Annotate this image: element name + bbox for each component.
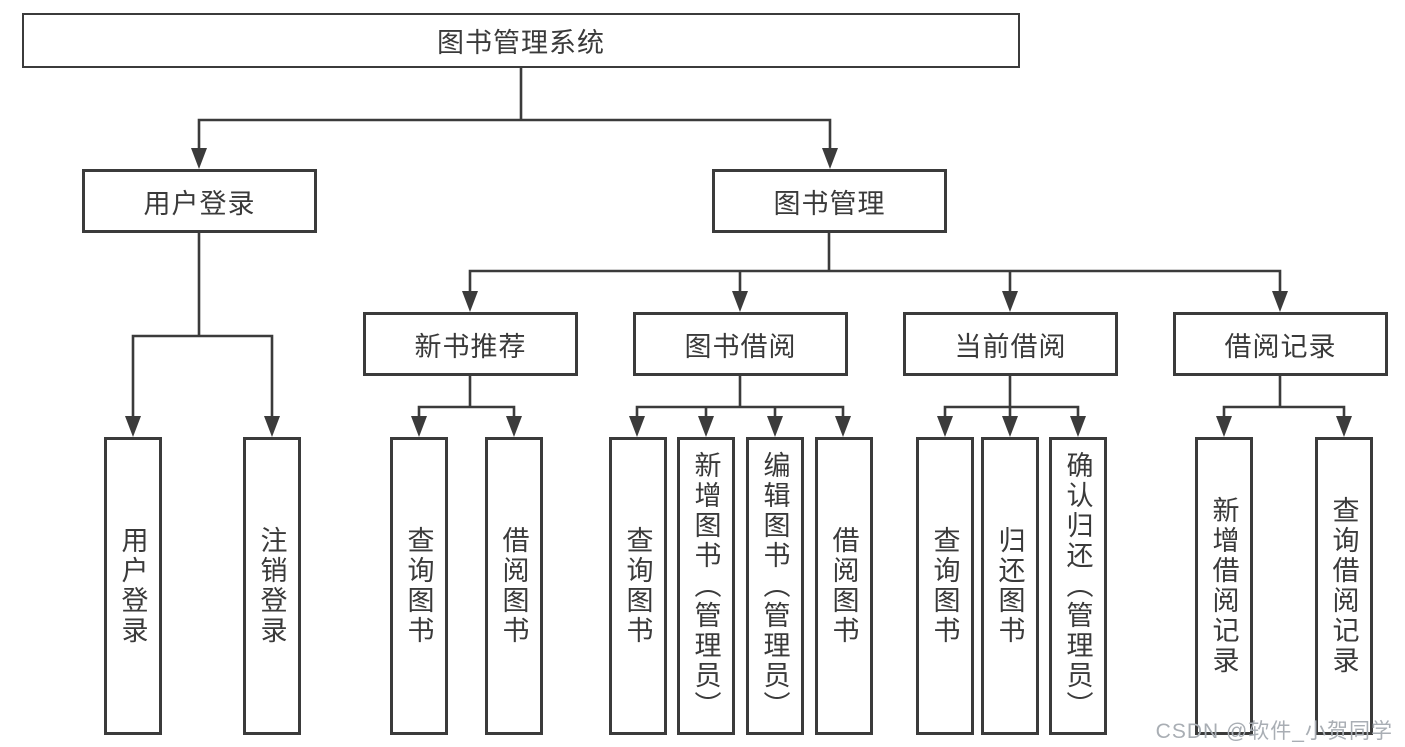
node-label: 归还图书 (994, 526, 1025, 646)
node-current-borrowing: 当前借阅 (903, 312, 1118, 376)
leaf-query-books-current: 查询图书 (916, 437, 974, 735)
arrowheads (125, 148, 1352, 437)
node-label: 借阅记录 (1224, 331, 1337, 362)
leaf-confirm-return-admin: 确认归还（管理员） (1049, 437, 1107, 735)
node-label: 注销登录 (256, 526, 287, 646)
node-label: 借阅图书 (498, 526, 529, 646)
node-label: 图书管理系统 (437, 28, 605, 58)
connector-path (131, 66, 1346, 418)
node-label: 编辑图书（管理员） (759, 451, 790, 721)
node-book-borrowing: 图书借阅 (633, 312, 848, 376)
node-label: 新增借阅记录 (1208, 496, 1239, 676)
node-user-login: 用户登录 (82, 169, 317, 233)
node-label: 查询图书 (622, 526, 653, 646)
node-label: 查询图书 (929, 526, 960, 646)
leaf-add-books-admin: 新增图书（管理员） (677, 437, 735, 735)
leaf-query-borrow-record: 查询借阅记录 (1315, 437, 1373, 735)
leaf-query-books-recommend: 查询图书 (390, 437, 448, 735)
leaf-return-books: 归还图书 (981, 437, 1039, 735)
leaf-user-login: 用户登录 (104, 437, 162, 735)
node-label: 新书推荐 (414, 331, 527, 362)
leaf-borrow-books-recommend: 借阅图书 (485, 437, 543, 735)
node-label: 查询借阅记录 (1328, 496, 1359, 676)
node-label: 图书管理 (773, 188, 886, 219)
leaf-borrow-books: 借阅图书 (815, 437, 873, 735)
node-new-book-recommendation: 新书推荐 (363, 312, 578, 376)
node-label: 图书借阅 (684, 331, 797, 362)
csdn-watermark: CSDN @软件_小贺同学 (1155, 720, 1393, 743)
leaf-edit-books-admin: 编辑图书（管理员） (746, 437, 804, 735)
node-label: 用户登录 (117, 526, 148, 646)
node-borrowing-records: 借阅记录 (1173, 312, 1388, 376)
node-label: 当前借阅 (954, 331, 1067, 362)
node-label: 用户登录 (143, 188, 256, 219)
node-label: 查询图书 (403, 526, 434, 646)
node-library-management-system: 图书管理系统 (22, 13, 1020, 68)
leaf-add-borrow-record: 新增借阅记录 (1195, 437, 1253, 735)
node-label: 新增图书（管理员） (690, 451, 721, 721)
leaf-query-books-borrowing: 查询图书 (609, 437, 667, 735)
node-book-management: 图书管理 (712, 169, 947, 233)
leaf-logout: 注销登录 (243, 437, 301, 735)
node-label: 借阅图书 (828, 526, 859, 646)
node-label: 确认归还（管理员） (1062, 451, 1093, 721)
